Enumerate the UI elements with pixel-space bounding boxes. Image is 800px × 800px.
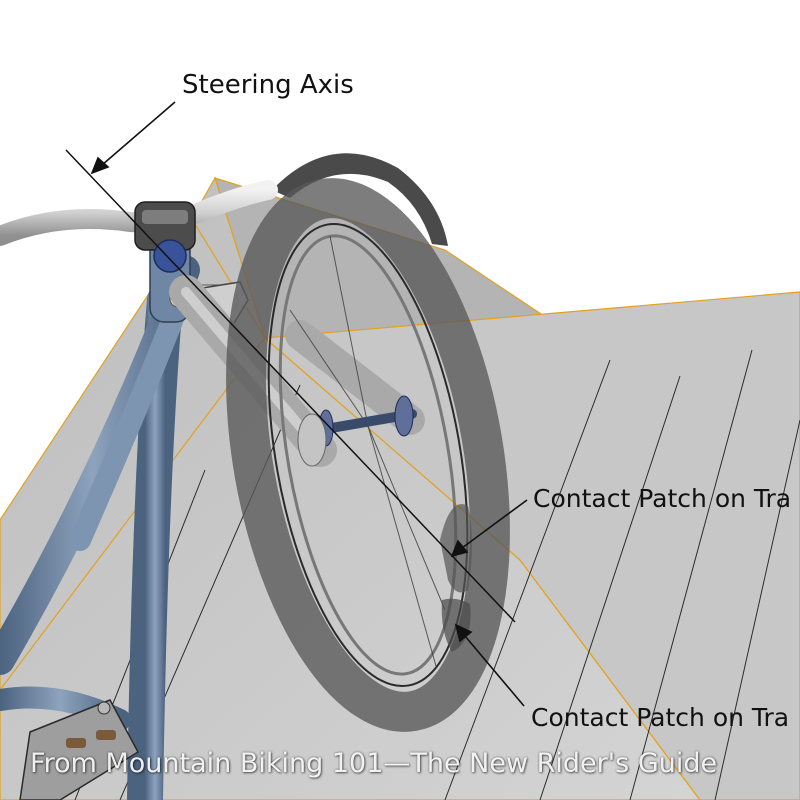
leader-arrows <box>90 101 528 707</box>
front-wheel <box>226 178 510 732</box>
tire-back-arc <box>272 153 448 246</box>
arrowhead <box>450 539 469 558</box>
source-caption: From Mountain Biking 101—The New Rider's… <box>30 748 718 779</box>
arrowhead <box>454 623 473 643</box>
arrowhead <box>90 156 110 175</box>
steering-axis-line <box>65 149 516 623</box>
contact-patch-lower-label: Contact Patch on Tra <box>531 703 790 732</box>
track-ridge-line <box>0 337 266 691</box>
contact-patch-upper-label: Contact Patch on Tra <box>533 484 792 513</box>
steering-axis-label: Steering Axis <box>182 70 354 100</box>
pedal <box>19 699 139 800</box>
